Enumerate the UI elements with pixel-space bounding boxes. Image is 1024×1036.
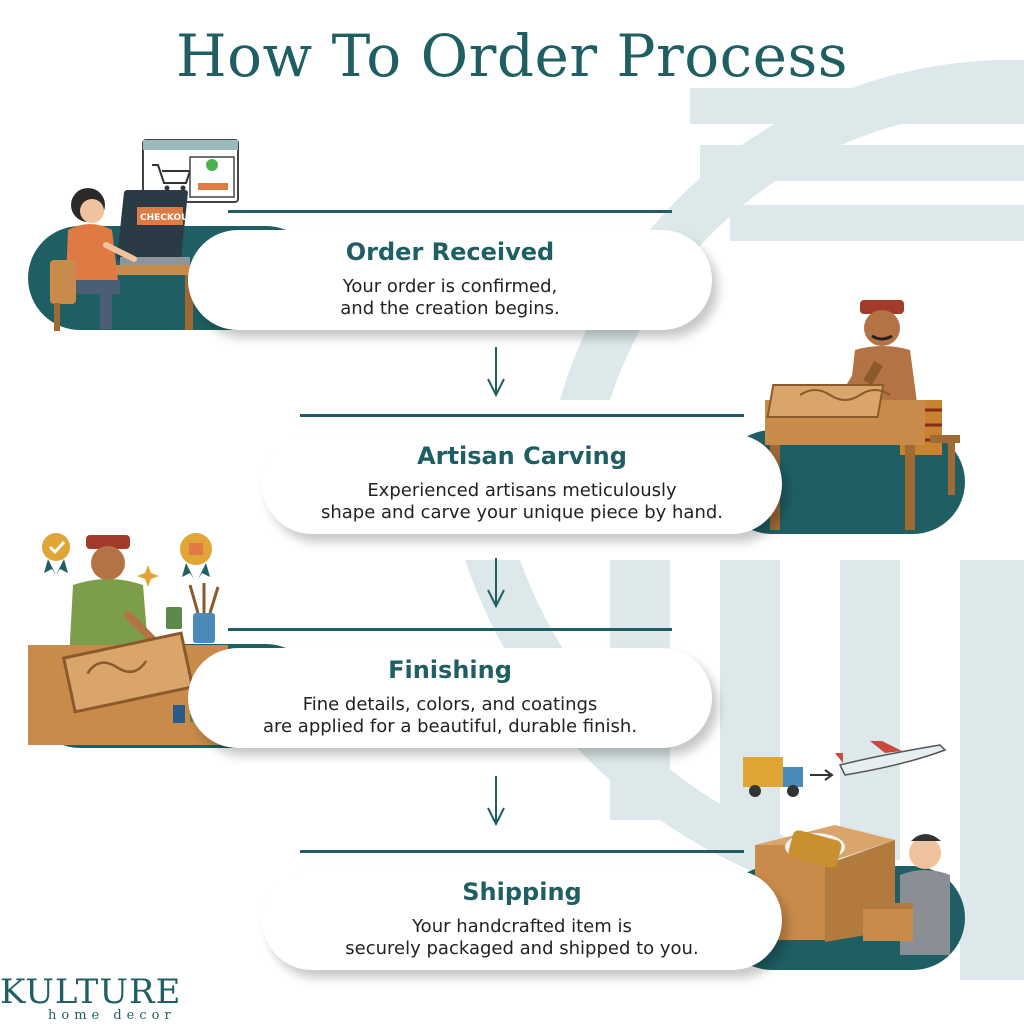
step3-desc-line1: Fine details, colors, and coatings bbox=[302, 694, 598, 715]
step3-title: Finishing bbox=[388, 656, 512, 684]
arrow-down-icon bbox=[487, 347, 505, 397]
step2-top-line bbox=[300, 414, 744, 417]
step2-desc-line2: shape and carve your unique piece by han… bbox=[320, 502, 724, 523]
step4-desc-line1: Your handcrafted item is bbox=[412, 916, 632, 937]
step1-desc-line2: and the creation begins. bbox=[340, 298, 560, 319]
brand-logo: KULTURE home decor bbox=[0, 972, 181, 1023]
step2-title: Artisan Carving bbox=[417, 442, 627, 470]
step3-desc-line2: are applied for a beautiful, durable fin… bbox=[262, 716, 638, 737]
step1-desc-line1: Your order is confirmed, bbox=[342, 276, 558, 297]
brand-name: KULTURE bbox=[0, 972, 182, 1012]
arrow-down-icon bbox=[487, 776, 505, 826]
step1-card: Order Received Your order is confirmed,a… bbox=[188, 230, 712, 330]
airplane-icon bbox=[835, 741, 947, 776]
arrow-down-icon bbox=[487, 558, 505, 608]
step4-top-line bbox=[300, 850, 744, 853]
brush-icon bbox=[188, 583, 220, 643]
step4-desc-line2: securely packaged and shipped to you. bbox=[345, 938, 699, 959]
step4-title: Shipping bbox=[462, 878, 582, 906]
brand-tagline: home decor bbox=[48, 1008, 176, 1023]
step2-card: Artisan Carving Experienced artisans met… bbox=[262, 434, 782, 534]
step1-top-line bbox=[228, 210, 672, 213]
badge-icon bbox=[180, 533, 212, 579]
step1-illustration: CHECKOUT bbox=[40, 135, 240, 335]
step1-title: Order Received bbox=[345, 238, 555, 266]
cart-icon bbox=[152, 164, 192, 191]
truck-icon bbox=[743, 757, 803, 797]
page-title: How To Order Process bbox=[175, 22, 848, 90]
badge-icon bbox=[42, 533, 70, 575]
step3-card: Finishing Fine details, colors, and coat… bbox=[188, 648, 712, 748]
step2-illustration bbox=[760, 290, 970, 530]
step3-top-line bbox=[228, 628, 672, 631]
checkout-label: CHECKOUT bbox=[140, 213, 195, 223]
step2-desc-line1: Experienced artisans meticulously bbox=[367, 480, 677, 501]
